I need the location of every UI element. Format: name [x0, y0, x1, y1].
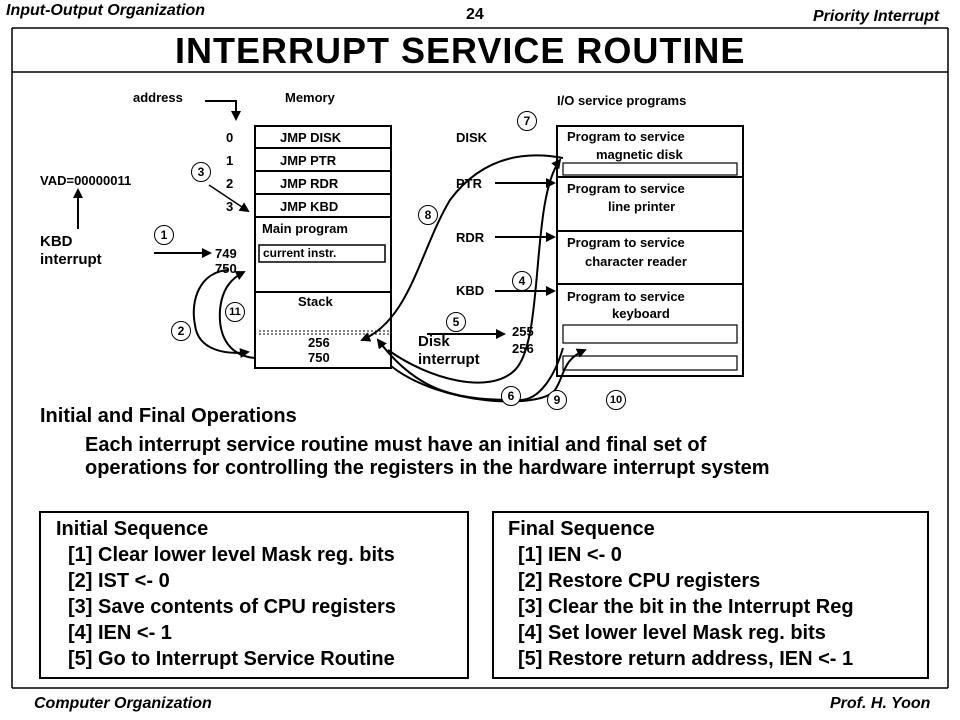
program-rdr-line1: Program to service: [567, 235, 685, 250]
initial-item-3: [3] Save contents of CPU registers: [68, 596, 396, 618]
final-sequence-title: Final Sequence: [508, 518, 655, 540]
kbd-interrupt-line1: KBD: [40, 233, 73, 250]
address-label: address: [133, 90, 183, 105]
initial-sequence-title: Initial Sequence: [56, 518, 209, 540]
page-number: 24: [466, 6, 484, 23]
step-marker-5: 5: [446, 312, 466, 332]
initial-item-5: [5] Go to Interrupt Service Routine: [68, 648, 395, 670]
ops-line1: Each interrupt service routine must have…: [85, 434, 707, 456]
io-label: I/O service programs: [557, 93, 687, 108]
initial-item-1: [1] Clear lower level Mask reg. bits: [68, 544, 395, 566]
jmp-disk: JMP DISK: [280, 130, 342, 145]
jmp-ptr: JMP PTR: [280, 153, 337, 168]
device-disk: DISK: [456, 130, 488, 145]
address-0: 0: [226, 130, 234, 145]
step-marker-7: 7: [517, 111, 537, 131]
device-rdr: RDR: [456, 230, 485, 245]
vad-value: VAD=00000011: [40, 173, 132, 188]
step-marker-3: 3: [191, 162, 211, 182]
stack-label: Stack: [298, 294, 333, 309]
program-disk-line2: magnetic disk: [596, 147, 683, 162]
kbd-interrupt-line2: interrupt: [40, 251, 102, 268]
stack-750: 750: [308, 350, 330, 365]
disk-interrupt-line1: Disk: [418, 333, 450, 350]
address-749: 749: [215, 246, 237, 261]
ops-line2: operations for controlling the registers…: [85, 457, 770, 479]
program-disk-line1: Program to service: [567, 129, 685, 144]
jmp-kbd: JMP KBD: [280, 199, 339, 214]
step-marker-8: 8: [418, 205, 438, 225]
address-256: 256: [512, 341, 534, 356]
memory-label: Memory: [285, 90, 335, 105]
jmp-rdr: JMP RDR: [280, 176, 339, 191]
program-ptr-line2: line printer: [608, 199, 676, 214]
step-marker-6: 6: [501, 386, 521, 406]
header-right: Priority Interrupt: [813, 8, 940, 25]
program-ptr-line1: Program to service: [567, 181, 685, 196]
program-kbd-line1: Program to service: [567, 289, 685, 304]
program-kbd-line2: keyboard: [612, 306, 670, 321]
current-instr: current instr.: [263, 246, 337, 260]
step-marker-9: 9: [547, 390, 567, 410]
final-item-1: [1] IEN <- 0: [518, 544, 622, 566]
final-item-5: [5] Restore return address, IEN <- 1: [518, 648, 854, 670]
device-kbd: KBD: [456, 283, 485, 298]
disk-interrupt-line2: interrupt: [418, 351, 480, 368]
device-ptr: PTR: [456, 176, 482, 191]
final-item-4: [4] Set lower level Mask reg. bits: [518, 622, 826, 644]
address-1: 1: [226, 153, 234, 168]
footer-left: Computer Organization: [34, 695, 212, 712]
footer-right: Prof. H. Yoon: [830, 695, 931, 712]
step-marker-11: 11: [225, 302, 245, 322]
step-marker-10: 10: [606, 390, 626, 410]
step-marker-1: 1: [154, 225, 174, 245]
address-2: 2: [226, 176, 234, 191]
main-program-label: Main program: [262, 221, 348, 236]
address-750: 750: [215, 261, 237, 276]
page-title: INTERRUPT SERVICE ROUTINE: [175, 30, 746, 71]
ops-heading: Initial and Final Operations: [40, 405, 297, 427]
final-item-3: [3] Clear the bit in the Interrupt Reg: [518, 596, 854, 618]
program-rdr-line2: character reader: [585, 254, 687, 269]
stack-256: 256: [308, 335, 330, 350]
header-left: Input-Output Organization: [6, 2, 206, 19]
initial-item-2: [2] IST <- 0: [68, 570, 170, 592]
step-marker-4: 4: [512, 271, 532, 291]
address-255: 255: [512, 324, 534, 339]
step-marker-2: 2: [171, 321, 191, 341]
initial-item-4: [4] IEN <- 1: [68, 622, 172, 644]
final-item-2: [2] Restore CPU registers: [518, 570, 761, 592]
address-3: 3: [226, 199, 234, 214]
